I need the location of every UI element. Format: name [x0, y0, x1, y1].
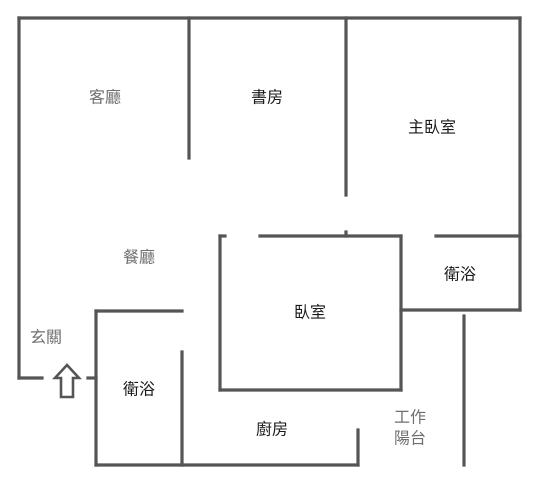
- utility-balcony-label-line2: 陽台: [394, 429, 426, 448]
- bathroom-label: 衛浴: [123, 380, 155, 399]
- up-arrow-icon: [52, 363, 82, 399]
- entrance-label: 玄關: [30, 328, 62, 347]
- room-labels: 客廳 書房 主臥室 餐廳 衛浴 臥室 玄關 衛浴 廚房 工作 陽台: [30, 88, 476, 448]
- dining-room-label: 餐廳: [123, 248, 155, 267]
- study-label: 書房: [251, 88, 283, 107]
- kitchen-label: 廚房: [256, 420, 288, 439]
- utility-balcony-label-line1: 工作: [394, 408, 426, 427]
- bedroom-label: 臥室: [294, 303, 326, 322]
- living-room-label: 客廳: [89, 88, 121, 107]
- master-bedroom-label: 主臥室: [408, 118, 456, 137]
- walls: [17, 16, 522, 467]
- entry-marker: [52, 363, 82, 399]
- master-bathroom-label: 衛浴: [444, 265, 476, 284]
